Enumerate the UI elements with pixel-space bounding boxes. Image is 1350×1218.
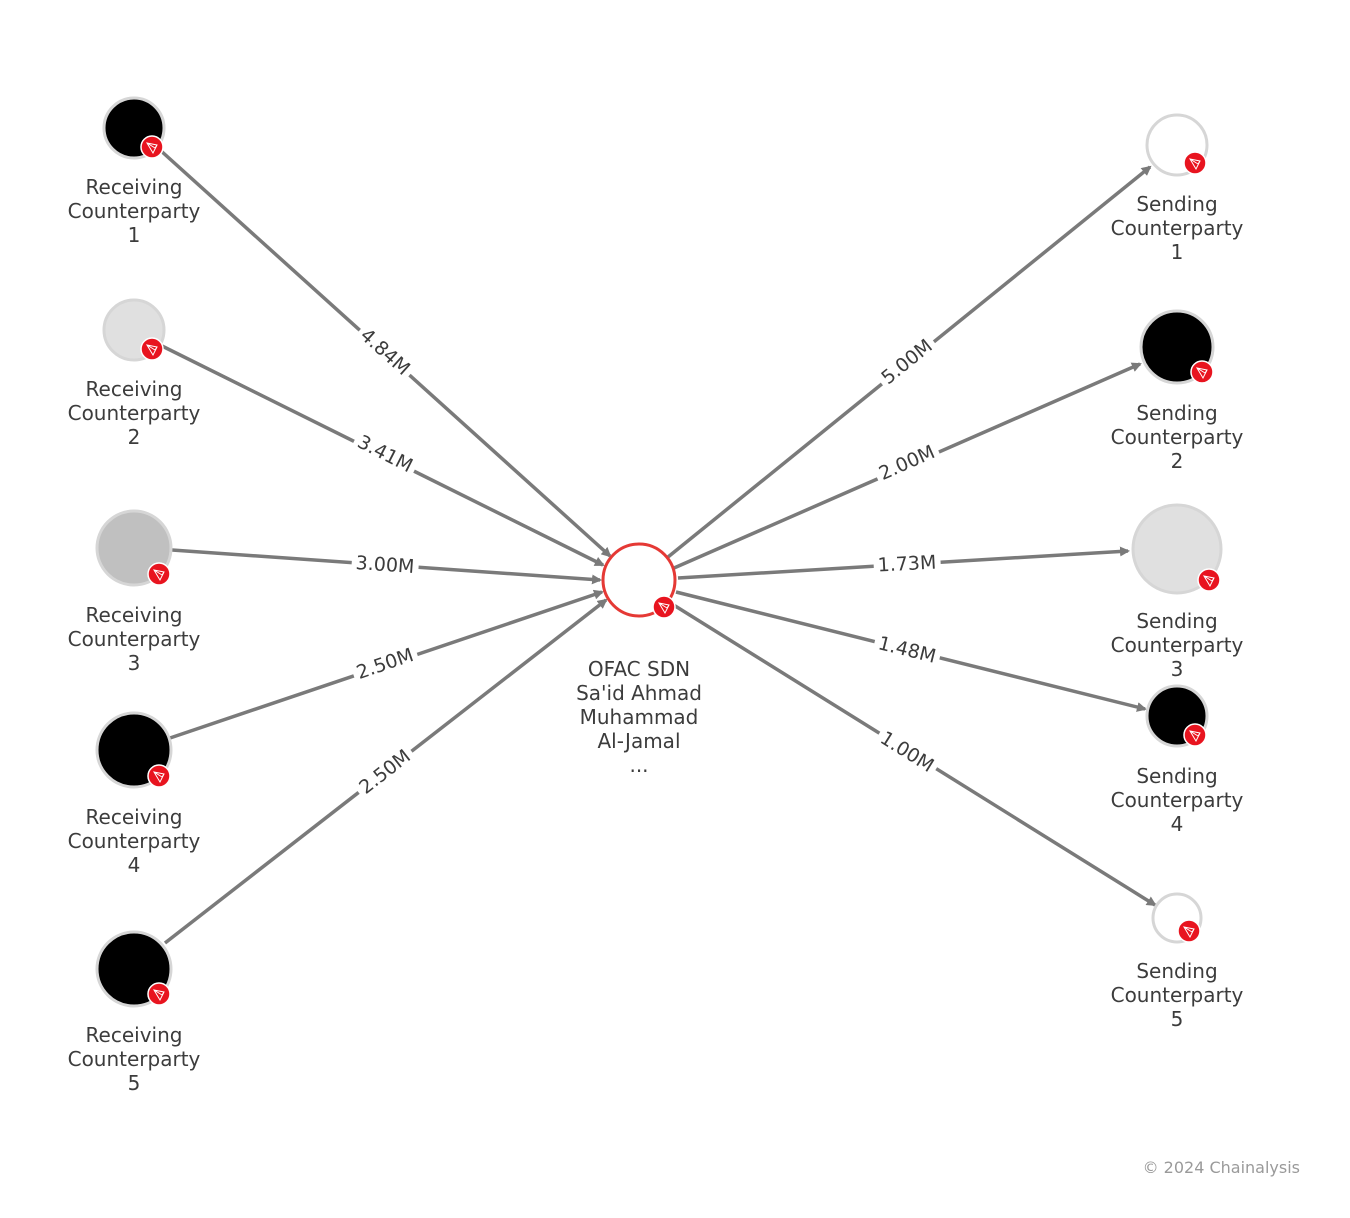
tron-icon — [1183, 151, 1207, 175]
tron-icon — [147, 562, 171, 586]
node-sending-3[interactable] — [1131, 503, 1223, 595]
edge-amount: 1.73M — [873, 551, 941, 577]
copyright: © 2024 Chainalysis — [1142, 1158, 1300, 1177]
tron-icon — [140, 135, 164, 159]
tron-icon — [1190, 360, 1214, 384]
tron-icon — [652, 595, 676, 619]
tron-icon — [140, 337, 164, 361]
tron-icon — [1177, 919, 1201, 943]
tron-icon — [147, 982, 171, 1006]
tron-icon — [1183, 723, 1207, 747]
sending-nodes — [1131, 113, 1223, 944]
tron-icon — [1197, 568, 1221, 592]
edge-amount: 3.00M — [350, 551, 420, 579]
receiving-nodes — [95, 96, 173, 1008]
tron-icon — [147, 764, 171, 788]
